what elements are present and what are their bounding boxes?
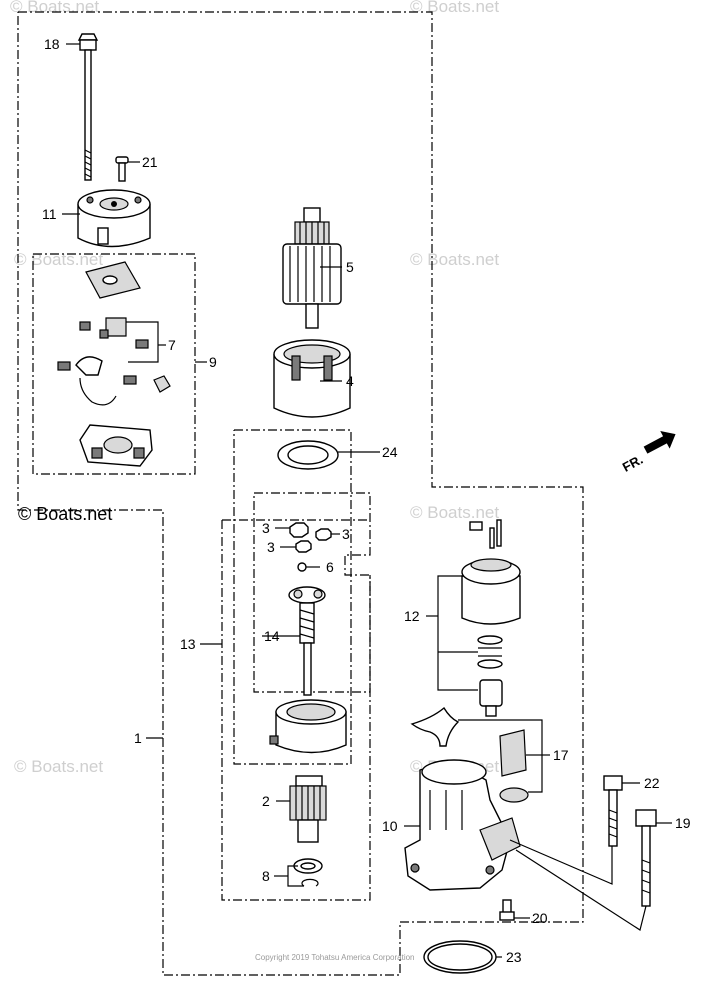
callout-12: 12 xyxy=(404,608,420,624)
callout-18: 18 xyxy=(44,36,60,52)
through-bolt-part xyxy=(77,33,99,181)
bracket-bolt-part xyxy=(499,899,515,921)
front-arrow-icon xyxy=(643,430,676,454)
watermark: © Boats.net xyxy=(14,757,103,776)
brush-holder-base-part xyxy=(79,424,153,467)
plunger-spring-part xyxy=(477,635,503,669)
copyright-notice: Copyright 2019 Tohatsu America Corporati… xyxy=(255,953,415,962)
callout-3: 3 xyxy=(342,526,350,542)
watermark: © Boats.net xyxy=(14,250,103,269)
callout-14: 14 xyxy=(264,628,280,644)
gear-ring-part xyxy=(277,440,339,470)
callout-3: 3 xyxy=(262,520,270,536)
front-direction-indicator: FR. xyxy=(620,430,676,475)
callout-17: 17 xyxy=(553,747,569,763)
brand-watermark: © Boats.net xyxy=(18,504,112,524)
callout-1: 1 xyxy=(134,730,142,746)
front-label: FR. xyxy=(620,452,646,475)
watermark-group: © Boats.net © Boats.net © Boats.net © Bo… xyxy=(10,0,499,776)
watermark: © Boats.net xyxy=(410,503,499,522)
callout-10: 10 xyxy=(382,818,398,834)
mounting-bolt-short-part xyxy=(603,775,623,847)
internal-gear-part xyxy=(269,699,347,754)
steel-ball-part xyxy=(297,562,307,572)
callout-23: 23 xyxy=(506,949,522,965)
yoke-housing-part xyxy=(273,339,351,418)
pinion-shaft-part xyxy=(288,586,326,696)
assembly-outlines xyxy=(17,11,584,976)
callout-9: 9 xyxy=(209,354,217,370)
watermark: © Boats.net xyxy=(410,0,499,16)
callout-13: 13 xyxy=(180,636,196,652)
callout-8: 8 xyxy=(262,868,270,884)
end-cap-part xyxy=(77,189,151,248)
callout-6: 6 xyxy=(326,559,334,575)
solenoid-part xyxy=(461,519,521,625)
nut-part xyxy=(289,522,332,553)
front-bracket-part xyxy=(404,759,521,891)
brush-part xyxy=(57,317,171,406)
callout-5: 5 xyxy=(346,259,354,275)
watermark: © Boats.net xyxy=(410,250,499,269)
callout-20: 20 xyxy=(532,910,548,926)
callout-2: 2 xyxy=(262,793,270,809)
callout-24: 24 xyxy=(382,444,398,460)
pinion-clutch-part xyxy=(289,775,327,843)
plunger-part xyxy=(479,679,503,717)
callout-7: 7 xyxy=(168,337,176,353)
stop-collar-part xyxy=(293,858,323,887)
leader-lines xyxy=(62,43,672,958)
small-screw-part xyxy=(115,156,129,182)
armature-part xyxy=(282,207,342,329)
callout-11: 11 xyxy=(42,206,57,222)
shift-lever-part xyxy=(410,706,460,747)
callout-3: 3 xyxy=(267,539,275,555)
watermark: © Boats.net xyxy=(10,0,99,16)
mounting-bolt-long-part xyxy=(635,809,657,907)
callout-labels: 18 21 11 5 7 9 4 24 3 3 3 6 13 14 1 2 8 … xyxy=(42,36,691,965)
callout-22: 22 xyxy=(644,775,660,791)
callout-21: 21 xyxy=(142,154,158,170)
callout-4: 4 xyxy=(346,373,354,389)
brush-holder-plate-part xyxy=(85,261,141,299)
seal-pad-part xyxy=(499,729,529,803)
callout-19: 19 xyxy=(675,815,691,831)
o-ring-part xyxy=(423,940,497,974)
